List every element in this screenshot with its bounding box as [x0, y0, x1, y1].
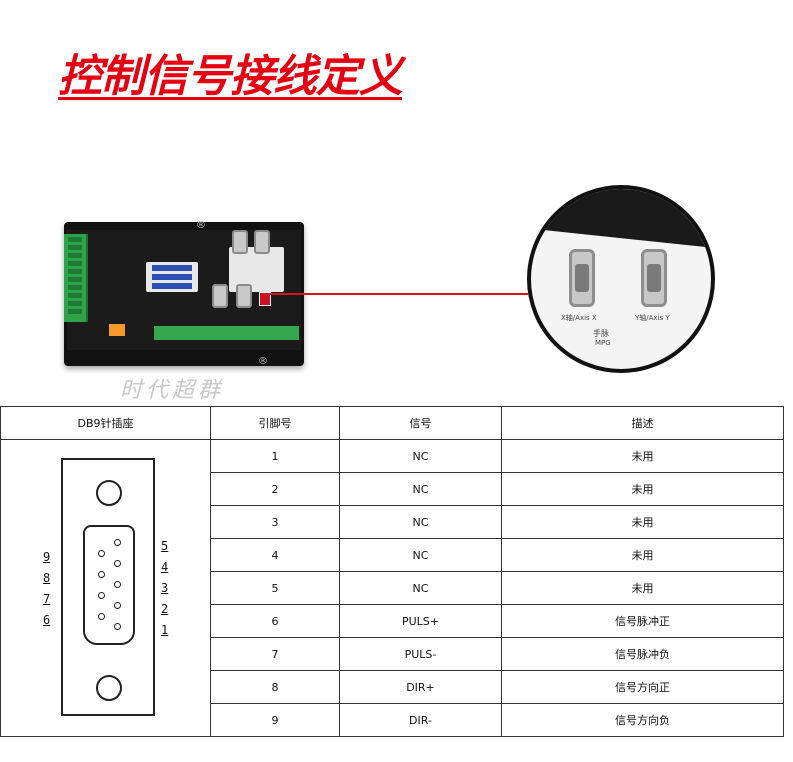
pin-label-3: 3: [161, 581, 169, 595]
x-axis-label: X轴/Axis X: [561, 314, 597, 322]
desc-cell: 未用: [501, 472, 784, 506]
signal-cell: NC: [339, 505, 502, 539]
pin-cell: 7: [210, 637, 340, 671]
desc-cell: 信号方向负: [501, 703, 784, 737]
signal-cell: DIR+: [339, 670, 502, 704]
table-row: 7 PULS- 信号脉冲负: [1, 637, 784, 671]
table-row: 9 8 7 6 5 4 3 2 1 1 NC 未用: [0, 439, 784, 737]
pin-cell: 5: [210, 571, 340, 605]
pin-label-5: 5: [161, 539, 169, 553]
db9-diagram-cell: 9 8 7 6 5 4 3 2 1: [0, 439, 211, 737]
handwheel-label: 手脉: [593, 329, 609, 338]
pin-definition-table: DB9针插座 引脚号 信号 描述: [0, 406, 784, 737]
signal-cell: NC: [339, 571, 502, 605]
desc-cell: 未用: [501, 571, 784, 605]
pin-label-2: 2: [161, 602, 169, 616]
pin-label-1: 1: [161, 623, 169, 637]
db9-connector-top-1: [232, 230, 248, 254]
pin-4: [114, 560, 121, 567]
mpg-label: MPG: [595, 339, 611, 347]
pin-cell: 1: [210, 439, 340, 473]
desc-cell: 信号方向正: [501, 670, 784, 704]
db9-connector-mid: [212, 284, 228, 308]
table-header-row: DB9针插座 引脚号 信号 描述: [0, 406, 784, 440]
pin-1: [114, 623, 121, 630]
header-db9: DB9针插座: [0, 406, 211, 440]
registered-mark: ®: [196, 220, 206, 231]
left-terminal-block: [64, 234, 88, 322]
pin-6: [98, 613, 105, 620]
pin-label-4: 4: [161, 560, 169, 574]
db9-connector-diagram: [61, 458, 155, 716]
pin-5: [114, 539, 121, 546]
table-row: 8 DIR+ 信号方向正: [1, 670, 784, 704]
header-signal: 信号: [339, 406, 502, 440]
pin-cell: 9: [210, 703, 340, 737]
signal-cell: PULS-: [339, 637, 502, 671]
table-row: 6 PULS+ 信号脉冲正: [1, 604, 784, 638]
pin-8: [98, 571, 105, 578]
db9-shell: [83, 525, 135, 645]
controller-board-image: [64, 222, 304, 366]
pin-2: [114, 602, 121, 609]
desc-cell: 信号脉冲负: [501, 637, 784, 671]
signal-cell: PULS+: [339, 604, 502, 638]
callout-line: [270, 293, 528, 295]
pin-9: [98, 550, 105, 557]
pin-cell: 6: [210, 604, 340, 638]
x-axis-connector: [569, 249, 595, 307]
y-axis-connector: [641, 249, 667, 307]
zoom-detail-circle: X轴/Axis X Y轴/Axis Y 手脉 MPG: [527, 185, 715, 373]
highlight-marker: [259, 292, 271, 306]
mounting-hole-bottom: [96, 675, 122, 701]
pin-label-7: 7: [43, 592, 51, 606]
table-row: 2 NC 未用: [1, 472, 784, 506]
pin-cell: 8: [210, 670, 340, 704]
table-row: 3 NC 未用: [1, 505, 784, 539]
bottom-terminal-block: [154, 326, 299, 340]
pin-3: [114, 581, 121, 588]
db9-connector-top-2: [254, 230, 270, 254]
signal-cell: NC: [339, 439, 502, 473]
header-pin: 引脚号: [210, 406, 340, 440]
power-terminal: [109, 324, 125, 336]
signal-cell: DIR-: [339, 703, 502, 737]
page-title: 控制信号接线定义: [58, 51, 403, 102]
desc-cell: 未用: [501, 505, 784, 539]
pin-7: [98, 592, 105, 599]
pin-label-8: 8: [43, 571, 51, 585]
y-axis-label: Y轴/Axis Y: [635, 314, 670, 322]
pin-cell: 3: [210, 505, 340, 539]
table-row: 5 NC 未用: [1, 571, 784, 605]
pin-label-9: 9: [43, 550, 51, 564]
db9-connector-x: [236, 284, 252, 308]
desc-cell: 信号脉冲正: [501, 604, 784, 638]
mounting-hole-top: [96, 480, 122, 506]
board-label: [146, 262, 198, 292]
brand-watermark: 时代超群: [120, 378, 225, 403]
desc-cell: 未用: [501, 538, 784, 572]
table-row: 4 NC 未用: [1, 538, 784, 572]
signal-cell: NC: [339, 472, 502, 506]
registered-mark: ®: [258, 356, 268, 367]
table-row: 9 DIR- 信号方向负: [1, 703, 784, 737]
pin-label-6: 6: [43, 613, 51, 627]
panel-edge: [531, 189, 711, 252]
header-desc: 描述: [501, 406, 784, 440]
signal-cell: NC: [339, 538, 502, 572]
pin-cell: 4: [210, 538, 340, 572]
desc-cell: 未用: [501, 439, 784, 473]
pin-cell: 2: [210, 472, 340, 506]
